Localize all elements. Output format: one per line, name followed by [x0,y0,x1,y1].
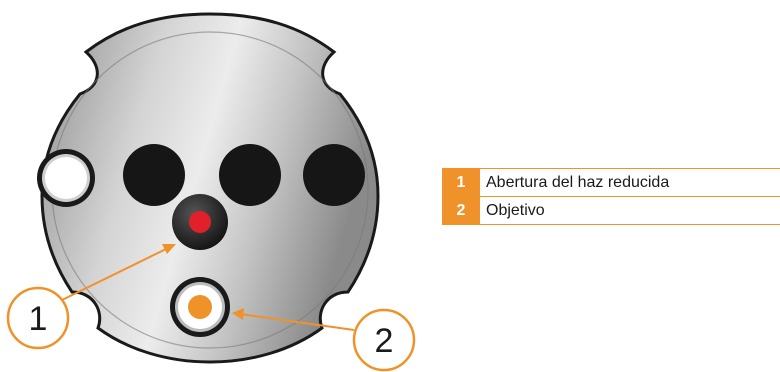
callout-1: 1 [6,286,70,350]
objective-aperture [170,277,230,337]
legend-number: 2 [442,196,480,225]
legend-label: Objetivo [480,196,780,225]
callout-2: 2 [352,308,416,372]
aperture-dark-3 [303,144,365,206]
turret-plate [40,12,380,364]
aperture-dark-2 [219,144,281,206]
legend-table: 1 Abertura del haz reducida 2 Objetivo [442,168,780,225]
svg-text:1: 1 [29,300,48,338]
leader-arrow-2 [232,308,355,331]
aperture-open-left [37,149,95,207]
legend-row: 1 Abertura del haz reducida [442,168,780,197]
legend-number: 1 [442,168,480,197]
leader-arrow-1 [61,244,176,301]
svg-text:2: 2 [375,322,394,360]
aperture-dark-1 [123,144,185,206]
legend-label: Abertura del haz reducida [480,168,780,197]
reduced-beam-aperture [172,194,228,250]
aperture-turret-diagram: 1 2 [6,12,416,372]
legend-row: 2 Objetivo [442,196,780,225]
